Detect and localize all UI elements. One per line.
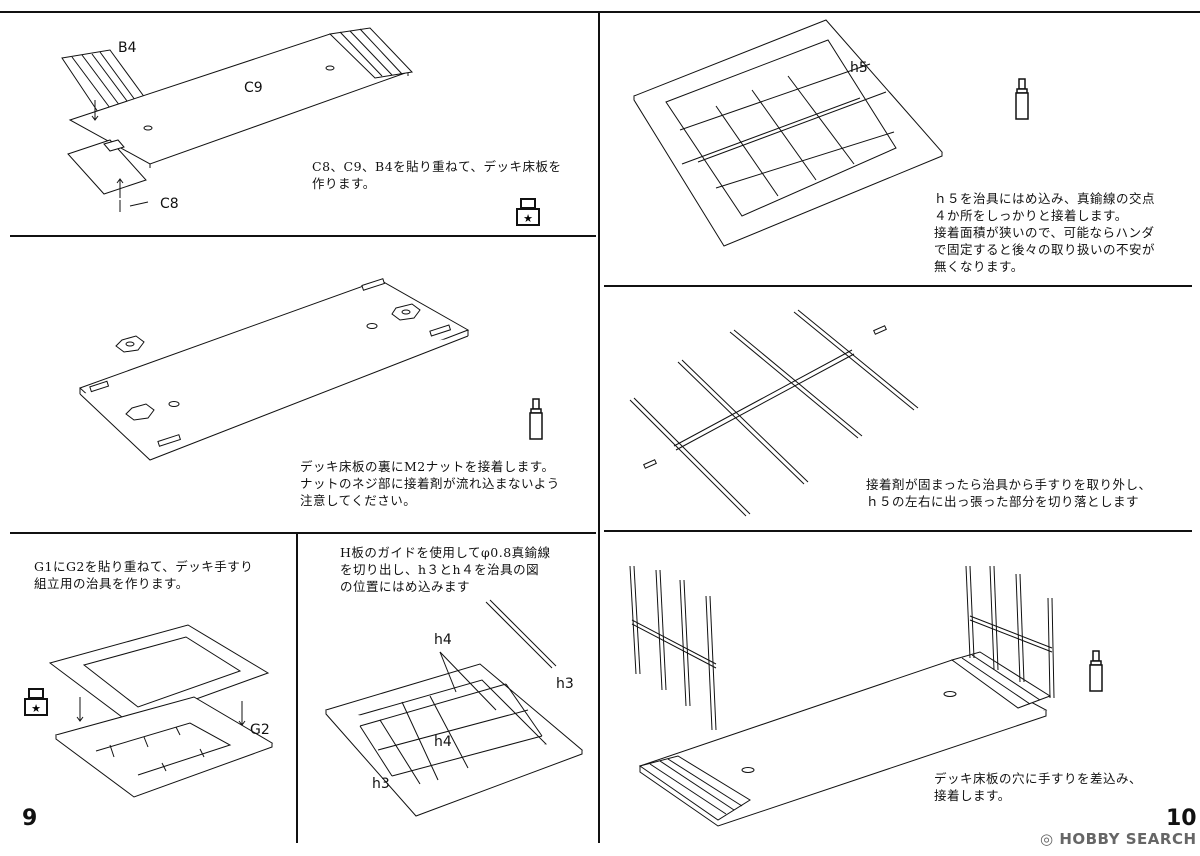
page-number-left: 9 [22, 806, 38, 831]
text-line: 接着剤が固まったら治具から手すりを取り外し、 [866, 477, 1152, 492]
glue-tube-icon [1015, 78, 1029, 120]
watermark-logo-icon: ◎ [1040, 830, 1060, 848]
label-h3-left: h3 [372, 776, 390, 792]
center-divider [598, 13, 600, 843]
text-line: 接着面積が狭いので、可能ならハンダ [934, 225, 1155, 240]
svg-text:★: ★ [523, 212, 533, 225]
label-h4-middle: h4 [434, 734, 452, 750]
jig-h5-figure [632, 20, 952, 250]
text-line: ４か所をしっかりと接着します。 [934, 208, 1128, 223]
tamiya-tool-icon: ★ [24, 688, 48, 716]
jig-g1-g2-figure [50, 625, 280, 810]
text-line: ｈ５の左右に出っ張った部分を切り落とします [866, 494, 1140, 509]
step2-instructions: デッキ床板の裏にM2ナットを接着します。 ナットのネジ部に接着剤が流れ込まないよ… [300, 458, 560, 509]
text-line: C8、C9、B4を貼り重ねて、デッキ床板を [312, 159, 562, 174]
text-line: デッキ床板の穴に手すりを差込み、 [934, 771, 1143, 786]
left-divider-2 [10, 532, 596, 534]
watermark-text: HOBBY SEARCH [1059, 830, 1197, 848]
text-line: 無くなります。 [934, 259, 1024, 274]
top-border [0, 11, 1200, 13]
step1-instructions: C8、C9、B4を貼り重ねて、デッキ床板を 作ります。 [312, 158, 562, 192]
text-line: 注意してください。 [300, 493, 417, 508]
label-g2: G2 [250, 722, 270, 738]
label-c9: C9 [244, 80, 263, 96]
step3-instructions: G1にG2を貼り重ねて、デッキ手すり 組立用の治具を作ります。 [34, 558, 253, 592]
page-number-right: 10 [1166, 806, 1197, 831]
glue-tube-icon [529, 398, 543, 440]
label-b4: B4 [118, 40, 137, 56]
text-line: ｈ５を治具にはめ込み、真鍮線の交点 [934, 191, 1156, 206]
text-line: H板のガイドを使用してφ0.8真鍮線 [340, 545, 551, 560]
text-line: を切り出し、h３とh４を治具の図 [340, 562, 540, 577]
text-line: で固定すると後々の取り扱いの不安が [934, 242, 1156, 257]
label-c8: C8 [160, 196, 179, 212]
watermark: ◎ HOBBY SEARCH [1040, 830, 1197, 848]
step7-instructions: デッキ床板の穴に手すりを差込み、 接着します。 [934, 770, 1142, 804]
handrail-removed-figure [626, 308, 926, 524]
left-divider-1 [10, 235, 596, 237]
text-line: 組立用の治具を作ります。 [34, 576, 189, 591]
step6-instructions: 接着剤が固まったら治具から手すりを取り外し、 ｈ５の左右に出っ張った部分を切り落… [866, 476, 1152, 510]
text-line: ナットのネジ部に接着剤が流れ込まないよう [300, 476, 560, 491]
svg-text:★: ★ [31, 702, 41, 715]
step5-instructions: ｈ５を治具にはめ込み、真鍮線の交点 ４か所をしっかりと接着します。 接着面積が狭… [934, 190, 1155, 275]
label-h3-right: h3 [556, 676, 574, 692]
text-line: G1にG2を貼り重ねて、デッキ手すり [34, 559, 254, 574]
text-line: の位置にはめ込みます [340, 579, 471, 594]
text-line: 作ります。 [312, 176, 376, 191]
text-line: 接着します。 [934, 788, 1011, 803]
left-bottom-vdivider [296, 534, 298, 843]
label-h4-top: h4 [434, 632, 452, 648]
deck-floor-exploded-figure [40, 20, 440, 220]
right-divider-1 [604, 285, 1192, 287]
label-h5: h5 [850, 60, 868, 76]
step4-instructions: H板のガイドを使用してφ0.8真鍮線 を切り出し、h３とh４を治具の図 の位置に… [340, 544, 551, 595]
jig-h3-h4-figure [320, 600, 590, 820]
deck-with-handrails-figure [620, 560, 1060, 832]
glue-tube-icon [1089, 650, 1103, 692]
tamiya-tool-icon: ★ [516, 198, 540, 226]
deck-floor-underside-figure [70, 270, 490, 470]
text-line: デッキ床板の裏にM2ナットを接着します。 [300, 459, 555, 474]
right-divider-2 [604, 530, 1192, 532]
